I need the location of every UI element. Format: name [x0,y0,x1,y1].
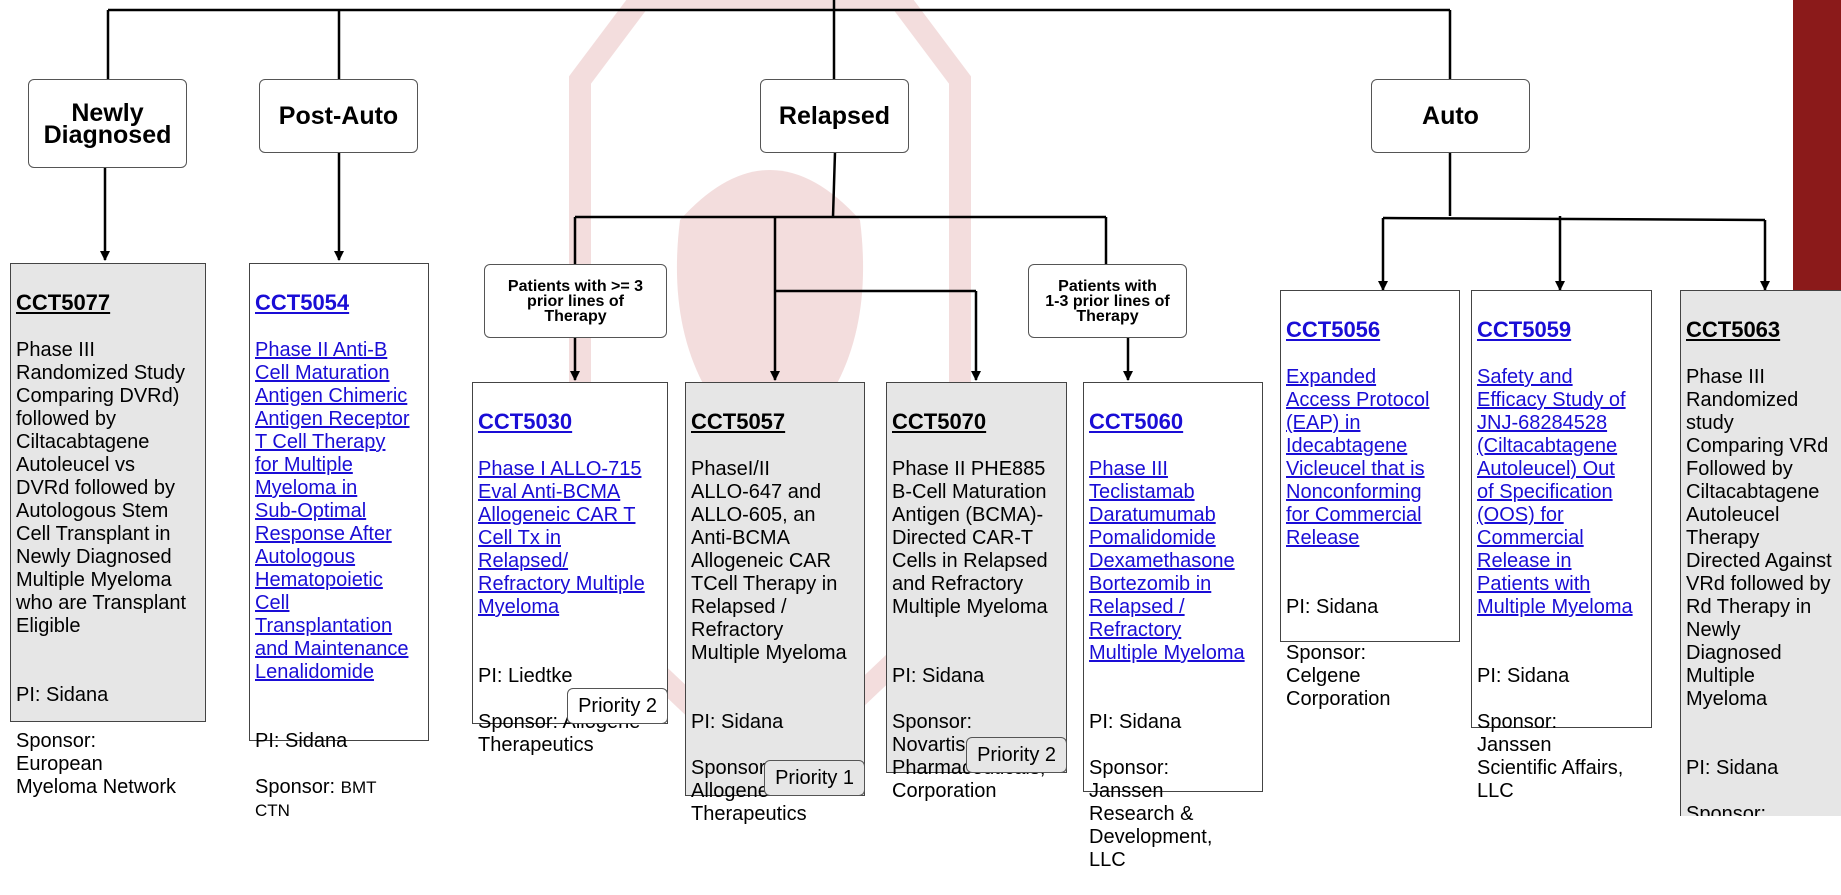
category-post-auto-label: Post-Auto [278,102,399,130]
trial-pi: PI: Sidana [1686,757,1779,779]
category-newly-diagnosed: Newly Diagnosed [28,79,187,168]
connector-lines [100,0,1770,381]
trial-sponsor-name: BMT CTN [255,778,377,820]
trial-sponsor-label: Sponsor: [255,776,341,798]
category-relapsed: Relapsed [760,79,909,153]
trial-pi: PI: Sidana [892,665,985,687]
trial-sponsor: Sponsor: Allogene Therapeutics [478,711,640,756]
trial-description: PhaseI/II ALLO-647 and ALLO-605, an Anti… [691,458,847,664]
category-relapsed-label: Relapsed [778,102,891,130]
trial-pi: PI: Sidana [16,684,109,706]
trial-sponsor: Sponsor: Janssen Scientific Affairs, LLC [1686,803,1767,816]
category-post-auto: Post-Auto [259,79,418,153]
priority-badge: Priority 2 [567,688,668,724]
trial-card-cct5063: CCT5063 Phase III Randomized study Compa… [1680,290,1841,816]
trial-id: CCT5070 [892,409,987,434]
subgroup-three-plus-label: Patients with >= 3 prior lines of Therap… [507,277,644,325]
trial-card-cct5057: CCT5057 PhaseI/II ALLO-647 and ALLO-605,… [685,382,865,825]
trial-pi: PI: Sidana [1286,596,1379,618]
priority-badge: Priority 1 [764,760,865,796]
trial-id-link[interactable]: CCT5054 [255,290,350,315]
trial-description-link[interactable]: Expanded Access Protocol (EAP) in Idecab… [1286,366,1430,549]
priority-badge: Priority 2 [966,737,1067,773]
trial-pi: PI: Sidana [691,711,784,733]
trial-pi: PI: Sidana [1477,665,1570,687]
subgroup-one-to-three-lines: Patients with 1-3 prior lines of Therapy [1028,264,1187,338]
trial-description: Phase III Randomized Study Comparing DVR… [16,339,187,637]
trial-pi: PI: Sidana [1089,711,1182,733]
trial-description-link[interactable]: Phase III Teclistamab Daratumumab Pomali… [1089,458,1245,664]
trial-card-cct5060: CCT5060 Phase III Teclistamab Daratumuma… [1083,382,1263,871]
trial-card-cct5054: CCT5054 Phase II Anti-B Cell Maturation … [249,263,429,820]
trial-description-link[interactable]: Phase II Anti-B Cell Maturation Antigen … [255,339,410,683]
subgroup-one-to-three-label: Patients with 1-3 prior lines of Therapy [1045,277,1170,325]
trial-id: CCT5057 [691,409,786,434]
trial-card-cct5059: CCT5059 Safety and Efficacy Study of JNJ… [1471,290,1652,802]
trial-sponsor: Sponsor: BMT CTN [255,776,423,822]
trial-sponsor: Sponsor: Janssen Scientific Affairs, LLC [1477,711,1624,802]
subgroup-three-plus-lines: Patients with >= 3 prior lines of Therap… [484,264,667,338]
trial-id: CCT5063 [1686,317,1781,342]
trial-description: Phase II PHE885 B-Cell Maturation Antige… [892,458,1048,618]
trial-sponsor: Sponsor: Janssen Research & Development,… [1089,757,1213,871]
trial-pi: PI: Sidana [255,730,348,752]
trial-id-link[interactable]: CCT5059 [1477,317,1572,342]
trial-sponsor: Sponsor: European Myeloma Network [16,730,177,798]
brand-bar [1793,0,1841,290]
trial-description-link[interactable]: Phase I ALLO-715 Eval Anti-BCMA Allogene… [478,458,645,618]
trial-card-cct5070: CCT5070 Phase II PHE885 B-Cell Maturatio… [886,382,1067,802]
trial-description-link[interactable]: Safety and Efficacy Study of JNJ-6828452… [1477,366,1633,618]
trial-card-cct5030: CCT5030 Phase I ALLO-715 Eval Anti-BCMA … [472,382,668,756]
category-newly-diagnosed-label: Newly Diagnosed [43,98,172,149]
trial-card-cct5056: CCT5056 Expanded Access Protocol (EAP) i… [1280,290,1460,710]
trial-id-link[interactable]: CCT5056 [1286,317,1381,342]
category-auto: Auto [1371,79,1530,153]
trial-pi: PI: Liedtke [478,665,573,687]
trial-id-link[interactable]: CCT5030 [478,409,573,434]
trial-id-link[interactable]: CCT5060 [1089,409,1184,434]
trial-card-cct5077: CCT5077 Phase III Randomized Study Compa… [10,263,206,798]
trial-description: Phase III Randomized study Comparing VRd… [1686,366,1832,710]
trial-sponsor: Sponsor: Celgene Corporation [1286,642,1391,710]
category-auto-label: Auto [1422,102,1479,130]
trial-id: CCT5077 [16,290,111,315]
